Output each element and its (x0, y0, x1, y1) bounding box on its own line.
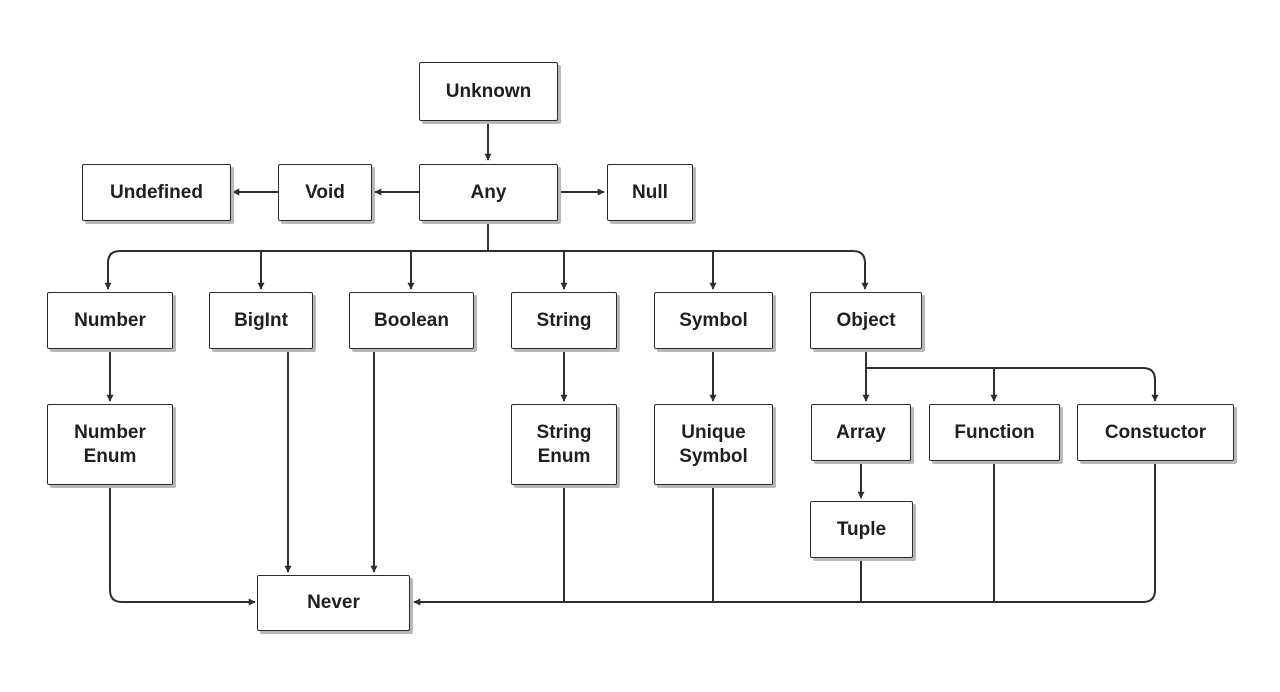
node-void-label: Void (305, 181, 345, 203)
node-string-enum-label: String Enum (536, 421, 592, 467)
node-object-label: Object (836, 309, 896, 331)
node-unique-symbol: Unique Symbol (654, 404, 773, 485)
node-number-enum: Number Enum (47, 404, 173, 485)
node-constructor-label: Constuctor (1104, 421, 1207, 443)
node-null-label: Null (632, 181, 668, 203)
node-constructor: Constuctor (1077, 404, 1234, 461)
edge-object-constructor (994, 367, 1159, 402)
node-tuple: Tuple (810, 501, 913, 558)
node-any-label: Any (470, 181, 507, 203)
node-undefined: Undefined (82, 164, 231, 221)
node-function-label: Function (954, 421, 1035, 443)
edge-any-object (488, 250, 869, 290)
node-boolean: Boolean (349, 292, 474, 349)
node-array-label: Array (836, 421, 886, 443)
node-symbol: Symbol (654, 292, 773, 349)
node-number-label: Number (74, 309, 146, 331)
node-unknown: Unknown (419, 62, 558, 121)
node-array: Array (811, 404, 911, 461)
edge-right-bus-never (413, 462, 1156, 606)
node-string-enum: String Enum (511, 404, 617, 485)
node-object: Object (810, 292, 922, 349)
node-bigint-label: BigInt (234, 309, 288, 331)
node-never-label: Never (307, 592, 360, 613)
node-number-enum-label: Number Enum (74, 421, 146, 467)
node-unique-symbol-label: Unique Symbol (679, 421, 748, 467)
node-tuple-label: Tuple (836, 518, 887, 540)
edge-any-number (104, 250, 488, 290)
node-bigint: BigInt (209, 292, 313, 349)
node-unknown-label: Unknown (445, 80, 532, 102)
node-function: Function (929, 404, 1060, 461)
node-never: Never (257, 575, 410, 631)
node-boolean-label: Boolean (374, 309, 449, 331)
node-number: Number (47, 292, 173, 349)
node-null: Null (607, 164, 693, 221)
edge-object-function (866, 367, 998, 402)
node-string: String (511, 292, 617, 349)
node-string-label: String (536, 309, 592, 331)
node-undefined-label: Undefined (110, 181, 203, 203)
edge-number-enum-never (109, 486, 256, 606)
node-any: Any (419, 164, 558, 221)
node-symbol-label: Symbol (679, 309, 748, 331)
node-void: Void (278, 164, 372, 221)
